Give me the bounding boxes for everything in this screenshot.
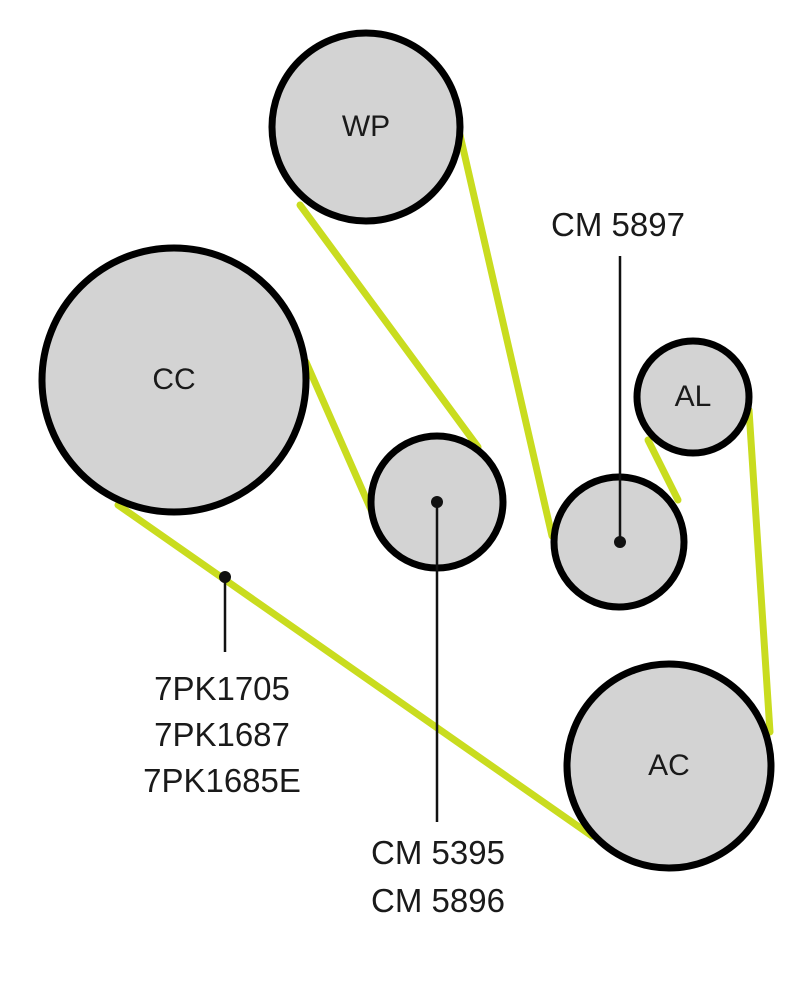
pulley-label-al: AL: [675, 380, 712, 413]
pulley-al: AL: [633, 337, 753, 457]
callout-label-tensioner: CM 5897: [551, 206, 685, 243]
callout-label-idler-1: CM 5395: [371, 834, 505, 871]
callout-dot: [614, 536, 626, 548]
callout-idler: CM 5395 CM 5896: [371, 496, 505, 919]
callout-label-belt-2: 7PK1687: [154, 716, 290, 753]
belt: [114, 131, 774, 840]
pulley-label-wp: WP: [342, 110, 390, 143]
belt-segment-wp-idler: [296, 201, 482, 451]
belt-segment-cc-ac: [114, 501, 596, 840]
belt-segment-al-ac: [745, 406, 774, 736]
callout-dot: [431, 496, 443, 508]
belt-segment-al-tensioner: [644, 436, 682, 504]
belt-segment-cc-idler: [302, 358, 376, 516]
belt-segment-wp-tensioner: [456, 131, 556, 540]
pulley-ac: AC: [563, 660, 775, 872]
callout-label-belt-1: 7PK1705: [154, 670, 290, 707]
pulley-label-cc: CC: [152, 363, 195, 396]
pulley-cc: CC: [38, 244, 310, 516]
callout-label-idler-2: CM 5896: [371, 882, 505, 919]
callout-dot: [219, 571, 231, 583]
callout-belt: 7PK1705 7PK1687 7PK1685E: [143, 571, 301, 799]
pulley-wp: WP: [268, 29, 464, 225]
pulley-label-ac: AC: [648, 749, 690, 782]
callout-label-belt-3: 7PK1685E: [143, 762, 301, 799]
callout-tensioner: CM 5897: [551, 206, 685, 548]
